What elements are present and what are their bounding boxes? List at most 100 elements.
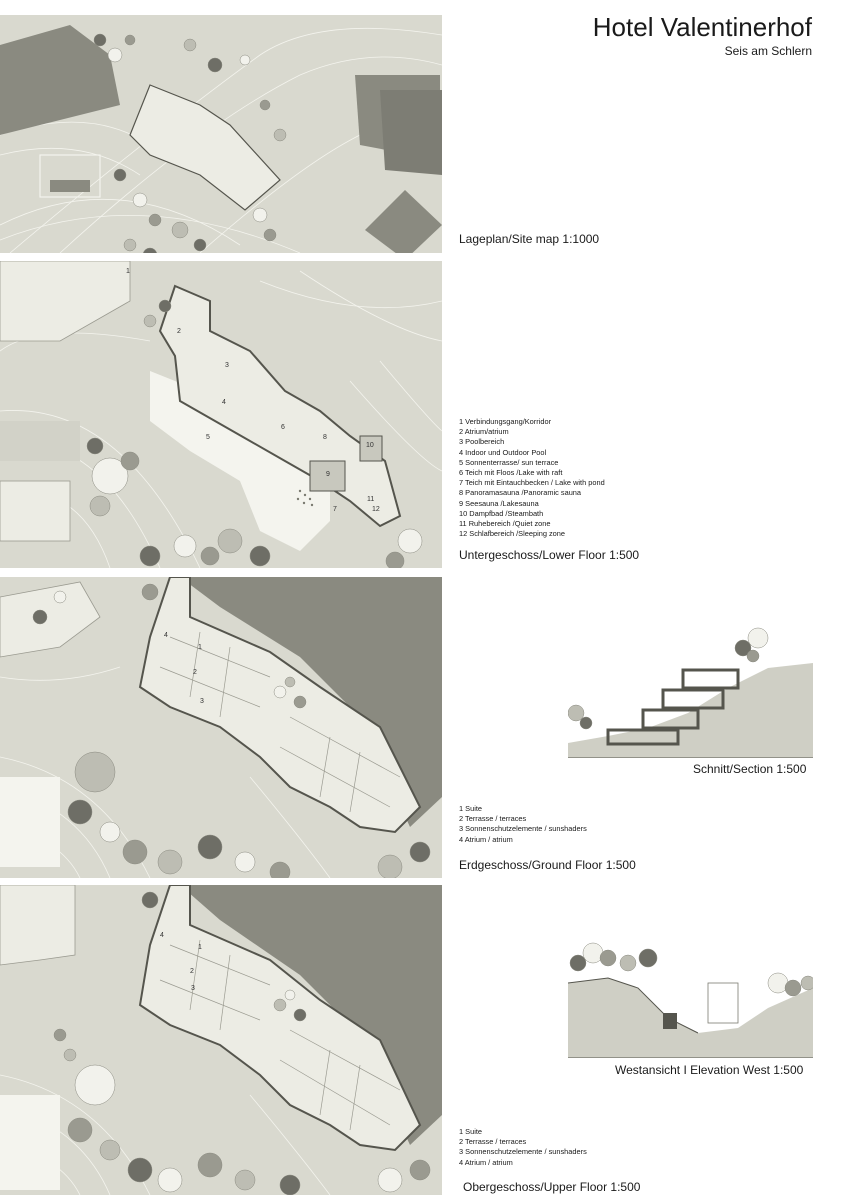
- tree-icon: [569, 954, 587, 972]
- tree-icon: [638, 948, 658, 968]
- plan-number: 4: [160, 932, 164, 939]
- tree-icon: [409, 1159, 431, 1181]
- tree-icon: [197, 834, 223, 860]
- tree-icon: [141, 891, 159, 909]
- legend-item: 11 Ruhebereich /Quiet zone: [459, 519, 551, 529]
- legend-item: 1 Suite: [459, 1127, 483, 1136]
- tree-icon: [263, 228, 277, 242]
- tree-icon: [99, 1139, 121, 1161]
- tree-icon: [143, 247, 157, 253]
- legend-item: 3 Sonnenschutzelemente / sunshaders: [459, 1147, 587, 1157]
- plan-number: 8: [323, 434, 327, 441]
- tree-icon: [207, 57, 223, 73]
- tree-icon: [249, 545, 271, 567]
- tree-icon: [148, 213, 162, 227]
- tree-icon: [74, 1064, 116, 1106]
- tree-icon: [67, 1117, 93, 1143]
- plan-number: 9: [326, 471, 330, 478]
- tree-icon: [800, 975, 816, 991]
- plan-number: 3: [225, 362, 229, 369]
- elevation-caption: Westansicht I Elevation West 1:500: [615, 1063, 804, 1077]
- tree-icon: [32, 609, 48, 625]
- tree-icon: [107, 47, 123, 63]
- tree-icon: [377, 854, 403, 878]
- tree-icon: [63, 1048, 77, 1062]
- tree-icon: [67, 799, 93, 825]
- tree-icon: [53, 1028, 67, 1042]
- tree-icon: [234, 1169, 256, 1191]
- plan-number: 3: [191, 985, 195, 992]
- tree-icon: [259, 99, 271, 111]
- page-subtitle: Seis am Schlern: [724, 44, 812, 58]
- tree-icon: [91, 457, 129, 495]
- tree-icon: [239, 54, 251, 66]
- legend-item: 2 Atrium/atrium: [459, 427, 509, 437]
- tree-icon: [293, 1008, 307, 1022]
- tree-icon: [143, 314, 157, 328]
- legend-item: 2 Terrasse / terraces: [459, 1137, 527, 1147]
- lower-floor-plan: 1 2 3 4 5 6 7 8 9 10 11 12: [0, 261, 442, 568]
- site-map-drawing: [0, 15, 442, 253]
- legend-item: 6 Teich mit Floos /Lake with raft: [459, 468, 563, 478]
- section-caption: Schnitt/Section 1:500: [693, 762, 807, 776]
- elevation-drawing: [567, 928, 816, 1059]
- tree-icon: [273, 685, 287, 699]
- tree-icon: [619, 954, 637, 972]
- legend-item: 1 Suite: [459, 804, 483, 813]
- tree-icon: [273, 998, 287, 1012]
- tree-icon: [599, 949, 617, 967]
- plan-number: 6: [281, 424, 285, 431]
- tree-icon: [74, 751, 116, 793]
- plan-number: 2: [193, 669, 197, 676]
- upper-floor-plan: 1 2 3 4: [0, 885, 442, 1195]
- plan-number: 1: [198, 944, 202, 951]
- lower-floor-legend: 1 Verbindungsgang/Korridor 2 Atrium/atri…: [459, 417, 605, 539]
- lower-floor-caption: Untergeschoss/Lower Floor 1:500: [459, 548, 640, 562]
- plan-number: 5: [206, 434, 210, 441]
- tree-icon: [99, 821, 121, 843]
- tree-icon: [123, 238, 137, 252]
- tree-icon: [113, 168, 127, 182]
- plan-number: 1: [198, 644, 202, 651]
- plan-number: 2: [177, 328, 181, 335]
- legend-item: 4 Indoor und Outdoor Pool: [459, 447, 547, 457]
- plan-number: 11: [367, 496, 374, 503]
- upper-floor-caption: Obergeschoss/Upper Floor 1:500: [463, 1180, 641, 1194]
- tree-icon: [132, 192, 148, 208]
- legend-item: 9 Seesauna /Lakesauna: [459, 498, 539, 508]
- tree-icon: [377, 1167, 403, 1193]
- legend-item: 1 Verbindungsgang/Korridor: [459, 417, 552, 426]
- tree-icon: [284, 676, 296, 688]
- tree-icon: [89, 495, 111, 517]
- legend-item: 7 Teich mit Eintauchbecken / Lake with p…: [459, 478, 605, 488]
- tree-icon: [567, 704, 585, 722]
- legend-item: 12 Schlafbereich /Sleeping zone: [459, 529, 566, 539]
- tree-icon: [157, 1167, 183, 1193]
- legend-item: 4 Atrium / atrium: [459, 834, 513, 844]
- legend-item: 5 Sonnenterrasse/ sun terrace: [459, 457, 559, 467]
- tree-icon: [784, 979, 802, 997]
- tree-icon: [385, 551, 405, 568]
- tree-icon: [157, 849, 183, 875]
- tree-icon: [273, 128, 287, 142]
- ground-floor-legend: 1 Suite 2 Terrasse / terraces 3 Sonnensc…: [459, 804, 587, 845]
- tree-icon: [397, 528, 423, 554]
- tree-icon: [252, 207, 268, 223]
- tree-icon: [293, 695, 307, 709]
- tree-icon: [746, 649, 760, 663]
- tree-icon: [234, 851, 256, 873]
- tree-icon: [409, 841, 431, 863]
- site-map-caption: Lageplan/Site map 1:1000: [459, 232, 600, 246]
- tree-icon: [279, 1174, 301, 1195]
- ground-floor-numbers: 1 2 3 4: [164, 632, 204, 705]
- plan-number: 4: [222, 399, 226, 406]
- tree-icon: [734, 639, 752, 657]
- tree-icon: [139, 545, 161, 567]
- tree-icon: [127, 1157, 153, 1183]
- tree-icon: [120, 451, 140, 471]
- plan-number: 3: [200, 698, 204, 705]
- tree-icon: [93, 33, 107, 47]
- plan-number: 7: [333, 506, 337, 513]
- legend-item: 3 Poolbereich: [459, 437, 505, 447]
- tree-icon: [183, 38, 197, 52]
